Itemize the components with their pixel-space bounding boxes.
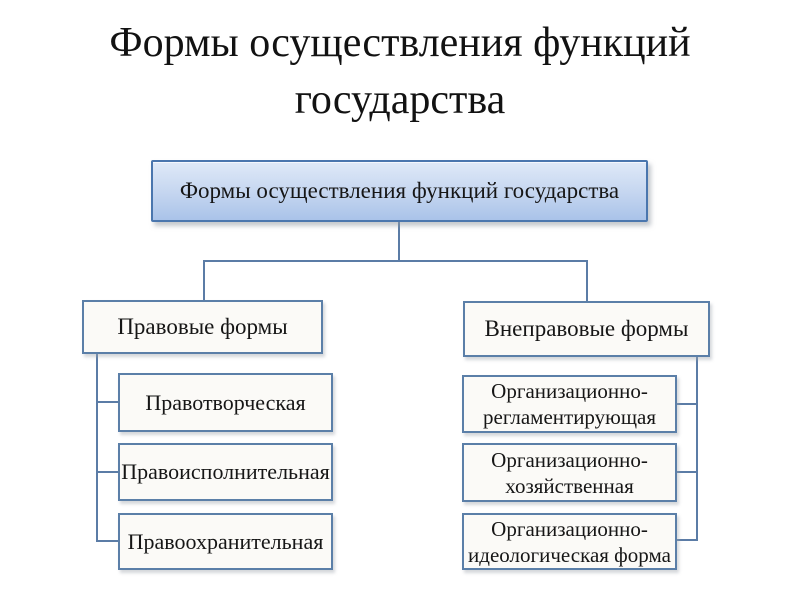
- node-org-economic: Организационно- хозяйственная: [462, 443, 677, 502]
- node-org-ideological-line-1: Организационно-: [491, 516, 648, 541]
- node-lawmaking: Правотворческая: [118, 373, 333, 432]
- node-root: Формы осуществления функций государства: [151, 160, 648, 222]
- node-law-executive-label: Правоисполнительная: [121, 459, 330, 484]
- node-org-economic-line-1: Организационно-: [491, 447, 648, 472]
- connector-left-spine: [96, 353, 98, 542]
- node-org-ideological-line-2: идеологическая форма: [468, 542, 671, 567]
- connector-left-stub-2: [97, 471, 118, 473]
- node-nonlegal-forms: Внеправовые формы: [463, 301, 710, 357]
- connector-horizontal-rail: [203, 260, 588, 262]
- page-title-line-2: государства: [294, 77, 506, 123]
- connector-left-stub-3: [97, 540, 118, 542]
- connector-right-branch-vertical: [586, 260, 588, 303]
- connector-right-spine: [696, 356, 698, 541]
- page-title: Формы осуществления функций государства: [0, 15, 800, 129]
- node-org-regulating: Организационно- регламентирующая: [462, 375, 677, 433]
- node-org-regulating-line-1: Организационно-: [491, 379, 648, 403]
- connector-right-stub-1: [677, 403, 697, 405]
- node-law-enforcement: Правоохранительная: [118, 513, 333, 570]
- connector-left-stub-1: [97, 401, 118, 403]
- page-title-line-1: Формы осуществления функций: [109, 20, 691, 66]
- node-org-economic-line-2: хозяйственная: [505, 473, 634, 498]
- node-law-executive: Правоисполнительная: [118, 443, 333, 501]
- node-law-enforcement-label: Правоохранительная: [127, 528, 324, 554]
- connector-root-vertical: [398, 222, 400, 262]
- node-nonlegal-forms-label: Внеправовые формы: [484, 316, 689, 341]
- node-org-ideological: Организационно- идеологическая форма: [462, 513, 677, 570]
- connector-right-stub-2: [677, 471, 697, 473]
- node-legal-forms-label: Правовые формы: [117, 314, 288, 339]
- node-root-label: Формы осуществления функций государства: [179, 178, 620, 203]
- node-org-regulating-line-2: регламентирующая: [483, 405, 656, 429]
- node-lawmaking-label: Правотворческая: [145, 389, 306, 415]
- connector-left-branch-vertical: [203, 260, 205, 302]
- connector-right-stub-3: [677, 539, 697, 541]
- node-legal-forms: Правовые формы: [82, 300, 323, 354]
